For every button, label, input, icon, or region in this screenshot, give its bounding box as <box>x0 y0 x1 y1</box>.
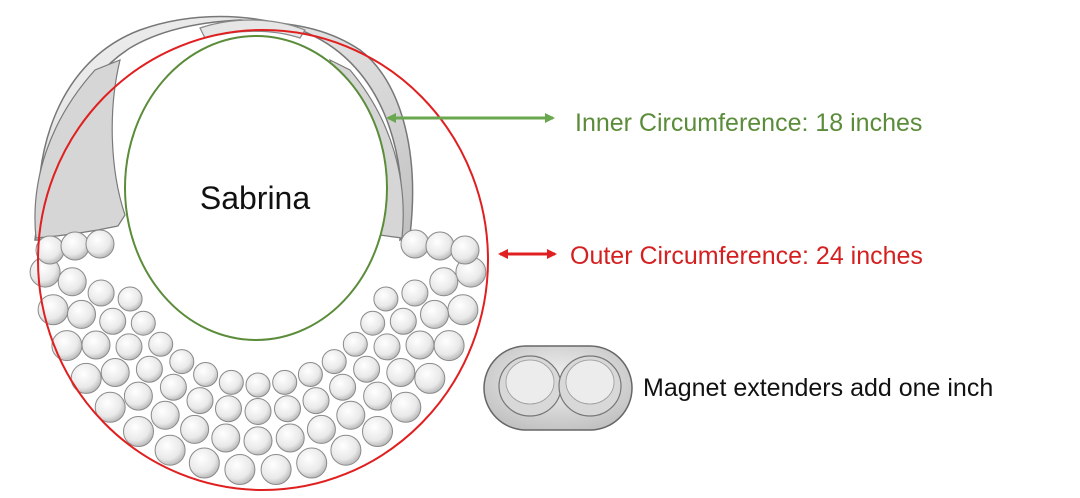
bead-icon <box>275 423 305 453</box>
bead-icon <box>321 349 347 375</box>
inner-circumference-label: Inner Circumference: 18 inches <box>575 109 922 137</box>
bead-icon <box>414 362 446 394</box>
bead-icon <box>274 395 301 423</box>
bead-icon <box>51 330 83 362</box>
bead-icon <box>245 372 271 398</box>
bead-icon <box>389 307 417 335</box>
bead-icon <box>272 369 298 395</box>
bead-icon <box>429 267 459 297</box>
bead-icon <box>353 355 381 383</box>
bead-icon <box>302 387 330 415</box>
outer-circumference-ring <box>37 29 489 491</box>
bead-icon <box>363 381 393 411</box>
bead-icon <box>390 391 422 423</box>
bead-icon <box>115 333 143 361</box>
bead-icon <box>57 267 87 297</box>
bead-icon <box>450 235 480 265</box>
bead-icon <box>60 231 90 261</box>
bead-icon <box>87 279 115 307</box>
bead-icon <box>211 423 241 453</box>
bead-icon <box>306 414 336 444</box>
bead-icon <box>159 373 187 401</box>
bead-icon <box>85 229 115 259</box>
bead-icon <box>94 391 126 423</box>
bead-icon <box>447 294 479 326</box>
leather-flap-left <box>34 59 126 239</box>
bead-icon <box>296 447 328 479</box>
bead-icon <box>342 331 368 357</box>
bead-icon <box>130 310 156 336</box>
bead-icon <box>224 454 256 485</box>
bead-cluster <box>29 229 487 485</box>
bead-icon <box>148 331 174 357</box>
bead-icon <box>260 454 292 485</box>
bead-icon <box>193 362 219 387</box>
bead-icon <box>373 333 401 361</box>
bead-icon <box>433 330 465 362</box>
bead-icon <box>123 416 154 447</box>
bead-icon <box>420 299 449 329</box>
magnet-extender-label: Magnet extenders add one inch <box>643 374 993 402</box>
bead-icon <box>244 398 272 425</box>
bead-icon <box>169 349 195 375</box>
bead-icon <box>297 362 323 387</box>
leather-collar <box>34 15 414 242</box>
bead-icon <box>218 369 244 395</box>
bead-icon <box>243 426 273 456</box>
bead-icon <box>35 235 65 265</box>
bead-icon <box>81 330 111 360</box>
bead-icon <box>100 358 130 387</box>
outer-circumference-label: Outer Circumference: 24 inches <box>570 242 923 270</box>
bead-icon <box>329 373 357 401</box>
bead-icon <box>123 381 153 411</box>
bead-icon <box>401 279 429 307</box>
bead-icon <box>135 355 163 383</box>
bead-icon <box>362 416 393 447</box>
bead-icon <box>99 307 127 335</box>
bead-icon <box>405 330 435 360</box>
bead-icon <box>150 400 180 430</box>
bead-icon <box>67 299 96 329</box>
bead-icon <box>186 387 214 415</box>
bead-icon <box>386 358 416 387</box>
bead-icon <box>360 310 386 336</box>
bead-icon <box>154 434 186 466</box>
bead-icon <box>373 286 399 312</box>
inner-circumference-ring <box>124 35 388 341</box>
necklace-name: Sabrina <box>200 180 311 216</box>
bead-icon <box>215 395 242 423</box>
bead-icon <box>425 231 455 261</box>
magnet-extender-icon <box>483 345 633 431</box>
bead-icon <box>336 400 366 430</box>
bead-icon <box>188 447 220 479</box>
bead-icon <box>117 286 143 312</box>
bead-icon <box>330 434 362 466</box>
bead-icon <box>400 229 430 259</box>
bead-icon <box>180 414 210 444</box>
